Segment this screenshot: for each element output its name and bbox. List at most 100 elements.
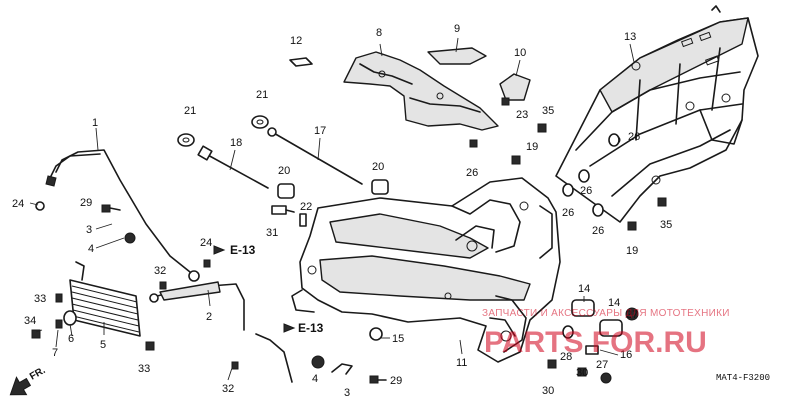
- reference-e13-a: E-13: [213, 243, 256, 257]
- callout-4b: 4: [312, 373, 318, 385]
- callout-26b: 26: [562, 207, 574, 219]
- nut-part-27b: [600, 372, 612, 384]
- bolt-part-22: [299, 213, 307, 227]
- callout-1: 1: [92, 117, 98, 129]
- label-part-12: [289, 57, 313, 67]
- bolt-part-32a: [159, 281, 167, 290]
- collar-part-28: [562, 325, 574, 339]
- callout-numbers: 1 2 3 3 4 4 5 6 7 8 9 10 11 12 13 14 14 …: [12, 23, 672, 399]
- callout-31: 31: [266, 227, 278, 239]
- bushing-part-14a: [571, 299, 595, 317]
- callout-35b: 35: [660, 219, 672, 231]
- bolt-part-33a: [55, 293, 63, 303]
- front-label: FR.: [28, 365, 48, 383]
- callout-27b: 27: [596, 359, 608, 371]
- callout-29b: 29: [390, 375, 402, 387]
- callout-3b: 3: [344, 387, 350, 399]
- callout-23: 23: [516, 109, 528, 121]
- callout-30b: 30: [576, 367, 588, 379]
- callout-19: 19: [526, 141, 538, 153]
- bolt-part-26a: [469, 139, 478, 148]
- callout-15: 15: [392, 333, 404, 345]
- bolt-part-19a: [511, 155, 521, 165]
- callout-17: 17: [314, 125, 326, 137]
- callout-20b: 20: [372, 161, 384, 173]
- oil-cooler-part-5: [69, 261, 141, 337]
- callout-16: 16: [620, 349, 632, 361]
- collar-part-26d: [592, 203, 604, 217]
- rubber-plate-part-9: [427, 47, 487, 65]
- long-bolt-part-17: [267, 127, 363, 185]
- bolt-part-32b: [231, 361, 239, 370]
- callout-26c: 26: [580, 185, 592, 197]
- callout-19b: 19: [626, 245, 638, 257]
- leader-lines: [29, 37, 635, 381]
- reference-e13-b: E-13: [283, 321, 324, 335]
- collar-part-26c: [578, 169, 590, 183]
- bolt-part-19b: [627, 221, 637, 231]
- bolt-part-23: [501, 97, 510, 106]
- callout-12: 12: [290, 35, 302, 47]
- collar-part-21b: [251, 115, 269, 129]
- bolt-part-31: [271, 205, 295, 215]
- bolt-part-29b: [369, 375, 387, 384]
- bolt-part-16: [585, 345, 599, 355]
- callout-3: 3: [86, 224, 92, 236]
- callout-32: 32: [154, 265, 166, 277]
- callout-18: 18: [230, 137, 242, 149]
- callout-26d: 26: [592, 225, 604, 237]
- callout-24b: 24: [200, 237, 212, 249]
- oil-pipe-part-3: [255, 333, 293, 383]
- bolt-part-30a: [547, 359, 557, 369]
- callout-11: 11: [456, 357, 467, 369]
- callout-9: 9: [454, 23, 460, 35]
- callout-2: 2: [206, 311, 212, 323]
- callout-20: 20: [278, 165, 290, 177]
- long-bolt-part-18: [197, 145, 269, 189]
- bolt-part-7: [55, 319, 63, 329]
- nut-part-27a: [625, 307, 639, 321]
- grommet-part-4b: [311, 355, 325, 369]
- front-direction-arrow: FR.: [9, 365, 48, 396]
- bolt-part-30b: [577, 367, 587, 377]
- collar-part-26e: [608, 133, 620, 147]
- oil-hose-part-2: [149, 281, 245, 331]
- callout-21b: 21: [256, 89, 268, 101]
- bushing-part-20b: [371, 179, 389, 195]
- callout-8: 8: [376, 27, 382, 39]
- bolt-part-35a: [537, 123, 547, 133]
- bolt-part-33b: [145, 341, 155, 351]
- bolt-part-34: [31, 329, 41, 339]
- bolt-part-35b: [657, 197, 667, 207]
- collar-part-21a: [177, 133, 195, 147]
- callout-32b: 32: [222, 383, 234, 395]
- svg-text:E-13: E-13: [230, 243, 256, 257]
- watermark-brand: PARTS FOR.RU: [484, 326, 707, 359]
- main-frame-part-11: [291, 177, 561, 363]
- bracket-part-10: [499, 73, 531, 101]
- oil-hose-part-1: [45, 149, 200, 282]
- diagram-code: MAT4-F3200: [716, 373, 770, 383]
- callout-13: 13: [624, 31, 636, 43]
- callout-22: 22: [300, 201, 312, 213]
- callout-35: 35: [542, 105, 554, 117]
- callout-4: 4: [88, 243, 94, 255]
- sub-frame-part-13: [555, 5, 759, 223]
- bolt-part-24b: [203, 259, 211, 268]
- collar-part-15: [369, 327, 383, 341]
- callout-7: 7: [52, 347, 58, 359]
- callout-21: 21: [184, 105, 196, 117]
- bushing-part-20a: [277, 183, 295, 199]
- callout-14b: 14: [608, 297, 620, 309]
- callout-33b: 33: [138, 363, 150, 375]
- grommet-part-4a: [124, 232, 136, 244]
- callout-14: 14: [578, 283, 590, 295]
- svg-text:E-13: E-13: [298, 321, 324, 335]
- callout-26e: 26: [628, 131, 640, 143]
- collar-part-6: [63, 310, 77, 326]
- callout-29: 29: [80, 197, 92, 209]
- inner-cover-part-8: [343, 51, 499, 131]
- watermark: ЗАПЧАСТИ И АКСЕССУАРЫ ДЛЯ МОТОТЕХНИКИ PA…: [482, 308, 729, 359]
- callout-10: 10: [514, 47, 526, 59]
- bracket-part-3b: [331, 363, 353, 375]
